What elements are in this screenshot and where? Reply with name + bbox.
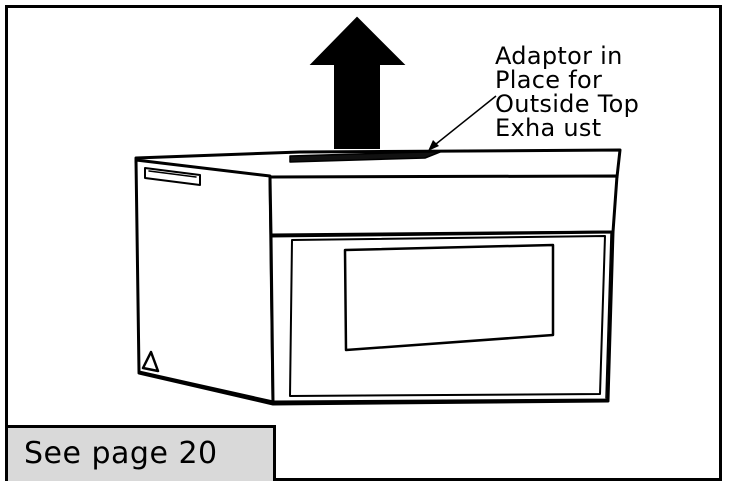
- top-vent: [289, 151, 441, 163]
- leader-line: [430, 95, 497, 149]
- page-reference-label: See page 20: [24, 436, 218, 471]
- adaptor-callout: Adaptor in Place for Outside Top Exha us…: [495, 42, 640, 142]
- page-reference-badge: See page 20: [8, 425, 276, 481]
- door-window: [343, 243, 555, 352]
- up-arrow-icon: [309, 16, 406, 149]
- leader-arrowhead: [428, 140, 439, 151]
- cabinet-base: [137, 371, 610, 406]
- warning-triangle-icon: [141, 350, 160, 373]
- control-panel: [268, 174, 619, 237]
